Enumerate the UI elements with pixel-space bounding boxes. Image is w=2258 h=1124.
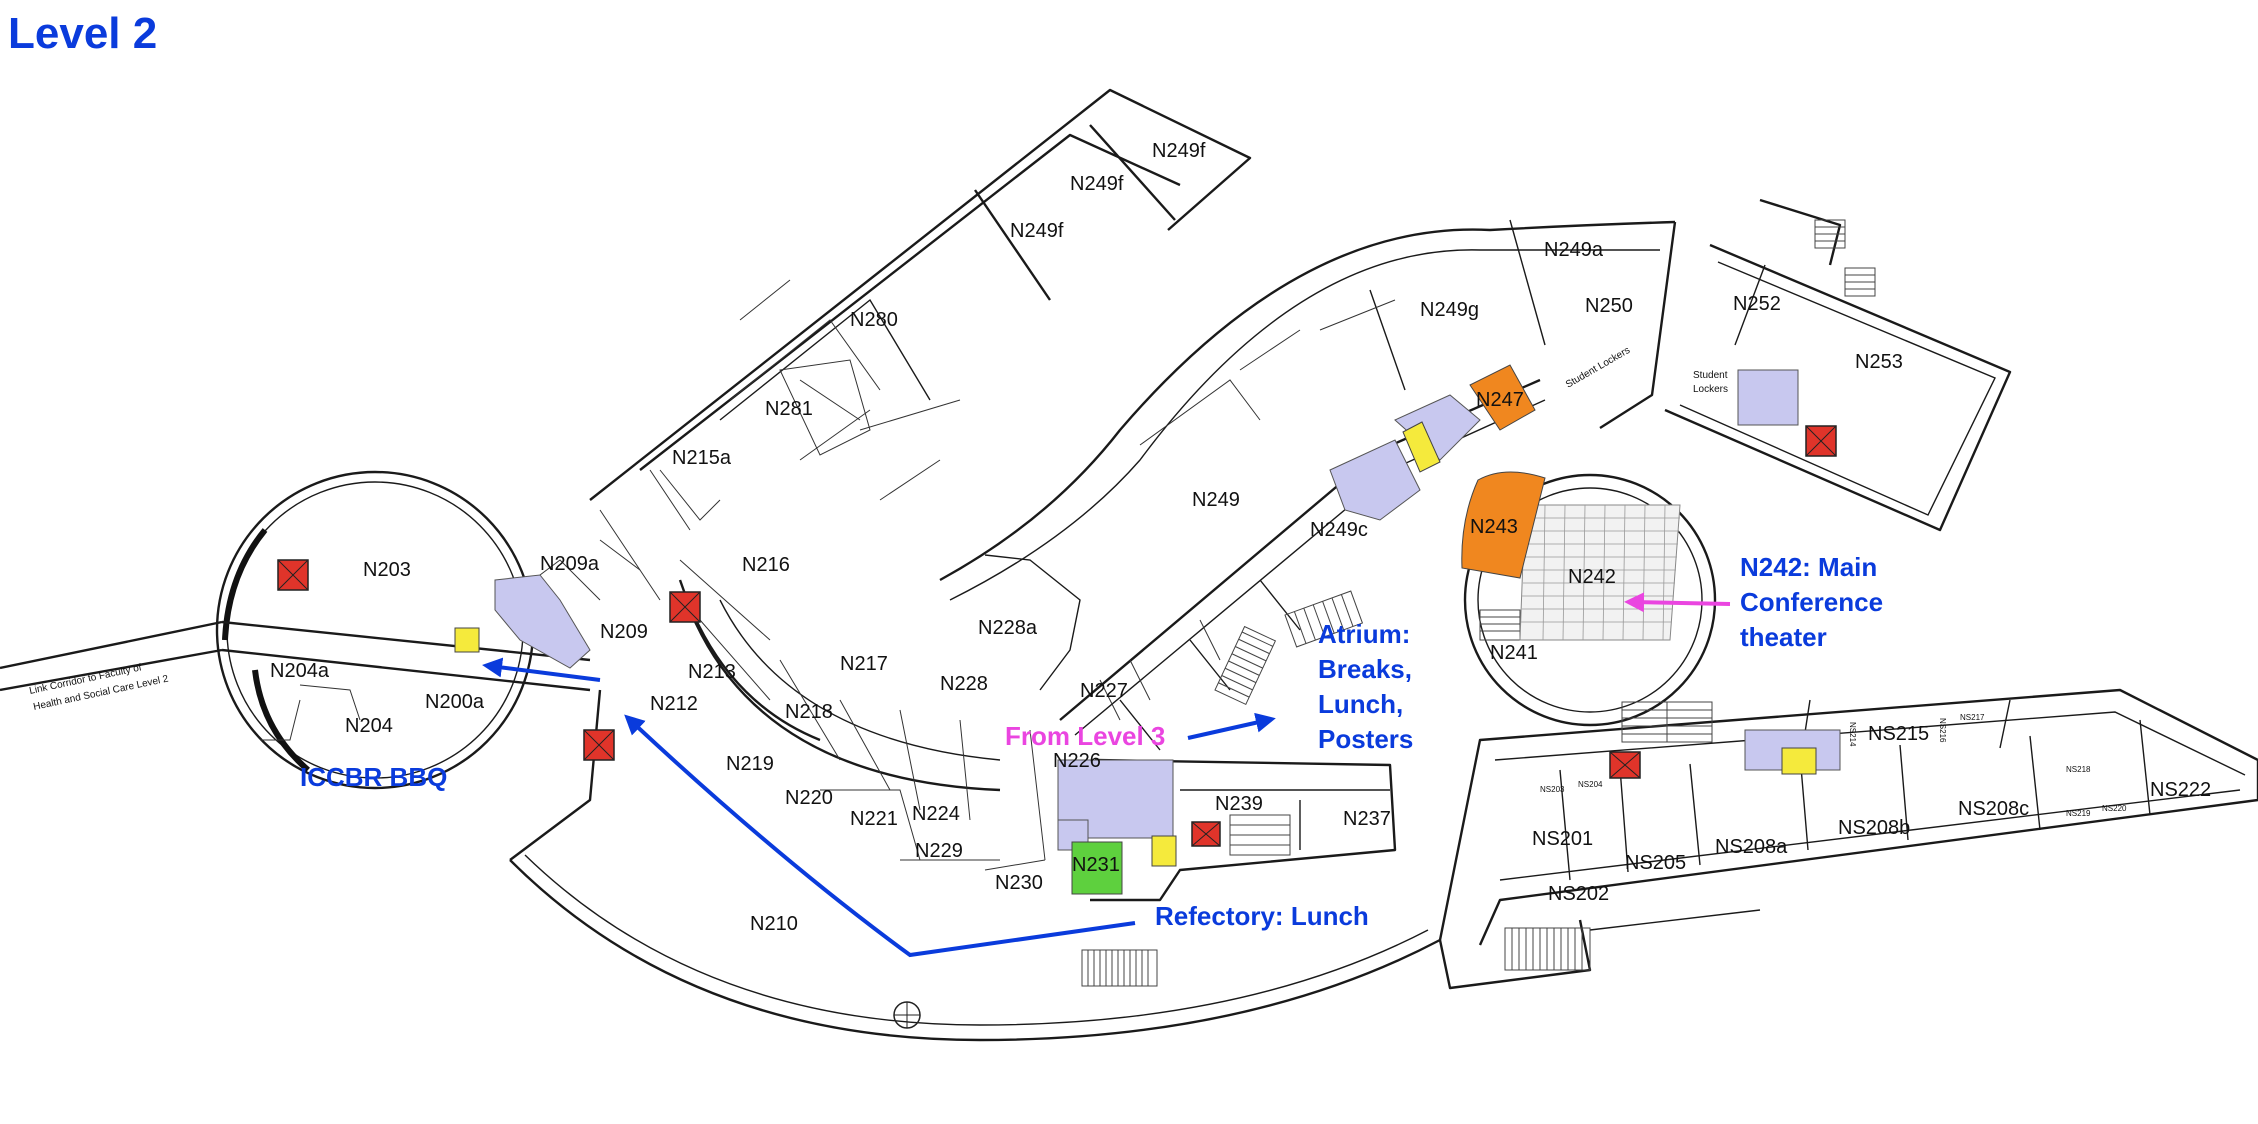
room-NS216: NS216	[1938, 718, 1947, 743]
room-N249a: N249a	[1544, 239, 1604, 261]
arrow-refectory-route	[624, 714, 1136, 958]
room-N217: N217	[840, 653, 888, 675]
room-NS208a: NS208a	[1715, 836, 1788, 858]
room-N227: N227	[1080, 680, 1128, 702]
room-N220: N220	[785, 787, 833, 809]
yellow-rooms	[454, 421, 1817, 867]
label-refectory: Refectory: Lunch	[1155, 901, 1369, 931]
label-n242-3: theater	[1740, 622, 1827, 652]
student-lockers-label-2b: Lockers	[1693, 384, 1728, 395]
room-N241: N241	[1490, 642, 1538, 664]
room-N218: N218	[785, 701, 833, 723]
room-N249c: N249c	[1310, 519, 1368, 541]
stairs	[1081, 219, 1876, 987]
room-N221: N221	[850, 808, 898, 830]
room-N204: N204	[345, 715, 393, 737]
room-NS220: NS220	[2102, 804, 2127, 813]
room-N249f-2: N249f	[1070, 173, 1124, 195]
room-N249g: N249g	[1420, 299, 1479, 321]
room-N239: N239	[1215, 793, 1263, 815]
label-n242-1: N242: Main	[1740, 552, 1877, 582]
room-N280: N280	[850, 309, 898, 331]
room-NS208c: NS208c	[1958, 798, 2029, 820]
room-NS217: NS217	[1960, 713, 1985, 722]
room-NS202: NS202	[1548, 883, 1609, 905]
room-N281: N281	[765, 398, 813, 420]
lifts	[277, 425, 1837, 847]
room-N249f-3: N249f	[1152, 140, 1206, 162]
room-N247: N247	[1476, 389, 1524, 411]
arrow-to-bbq	[482, 657, 601, 682]
room-N230: N230	[995, 872, 1043, 894]
room-labels: N203 N204a N204 N200a N209a N209 N215a N…	[270, 140, 2211, 935]
room-N228a: N228a	[978, 617, 1038, 639]
room-N249: N249	[1192, 489, 1240, 511]
room-N209: N209	[600, 621, 648, 643]
room-N252: N252	[1733, 293, 1781, 315]
room-N249f-1: N249f	[1010, 220, 1064, 242]
room-N229: N229	[915, 840, 963, 862]
room-NS215: NS215	[1868, 723, 1929, 745]
label-iccbr-bbq: ICCBR BBQ	[300, 762, 447, 792]
page-title: Level 2	[8, 9, 157, 58]
room-N209a: N209a	[540, 553, 600, 575]
green-room	[1071, 841, 1123, 895]
room-NS208b: NS208b	[1838, 817, 1910, 839]
route-arrows	[482, 592, 1731, 958]
room-N242: N242	[1568, 566, 1616, 588]
room-NS204: NS204	[1578, 780, 1603, 789]
label-atrium-4: Posters	[1318, 724, 1413, 754]
room-N215a: N215a	[672, 447, 732, 469]
room-NS205: NS205	[1625, 852, 1686, 874]
room-NS222: NS222	[2150, 779, 2211, 801]
room-N204a: N204a	[270, 660, 330, 682]
overlay-annotations: ICCBR BBQ From Level 3 Atrium: Breaks, L…	[300, 552, 1883, 931]
arrow-to-n242	[1624, 592, 1731, 613]
room-N219: N219	[726, 753, 774, 775]
room-N231: N231	[1072, 854, 1120, 876]
room-N213: N213	[688, 661, 736, 683]
room-N228: N228	[940, 673, 988, 695]
label-atrium-3: Lunch,	[1318, 689, 1403, 719]
room-NS214: NS214	[1848, 722, 1857, 747]
student-lockers-label-2a: Student	[1693, 370, 1728, 381]
building-walls	[0, 88, 2258, 1042]
label-atrium-2: Breaks,	[1318, 654, 1412, 684]
label-from-level3: From Level 3	[1005, 721, 1165, 751]
room-N212: N212	[650, 693, 698, 715]
compass-icon	[893, 1001, 921, 1029]
room-NS218: NS218	[2066, 765, 2091, 774]
room-N243: N243	[1470, 516, 1518, 538]
label-n242-2: Conference	[1740, 587, 1883, 617]
room-N216: N216	[742, 554, 790, 576]
arrow-from-level3	[1187, 712, 1276, 740]
room-N203: N203	[363, 559, 411, 581]
room-NS201: NS201	[1532, 828, 1593, 850]
room-N253: N253	[1855, 351, 1903, 373]
room-N210: N210	[750, 913, 798, 935]
interior-partitions	[260, 279, 1396, 871]
room-NS203: NS203	[1540, 785, 1565, 794]
room-N250: N250	[1585, 295, 1633, 317]
student-lockers-label: Student Lockers	[1564, 345, 1632, 391]
label-atrium-1: Atrium:	[1318, 619, 1410, 649]
room-NS219: NS219	[2066, 809, 2091, 818]
room-N200a: N200a	[425, 691, 485, 713]
orange-rooms	[1461, 364, 1546, 579]
room-N224: N224	[912, 803, 960, 825]
room-N237: N237	[1343, 808, 1391, 830]
room-N226: N226	[1053, 750, 1101, 772]
